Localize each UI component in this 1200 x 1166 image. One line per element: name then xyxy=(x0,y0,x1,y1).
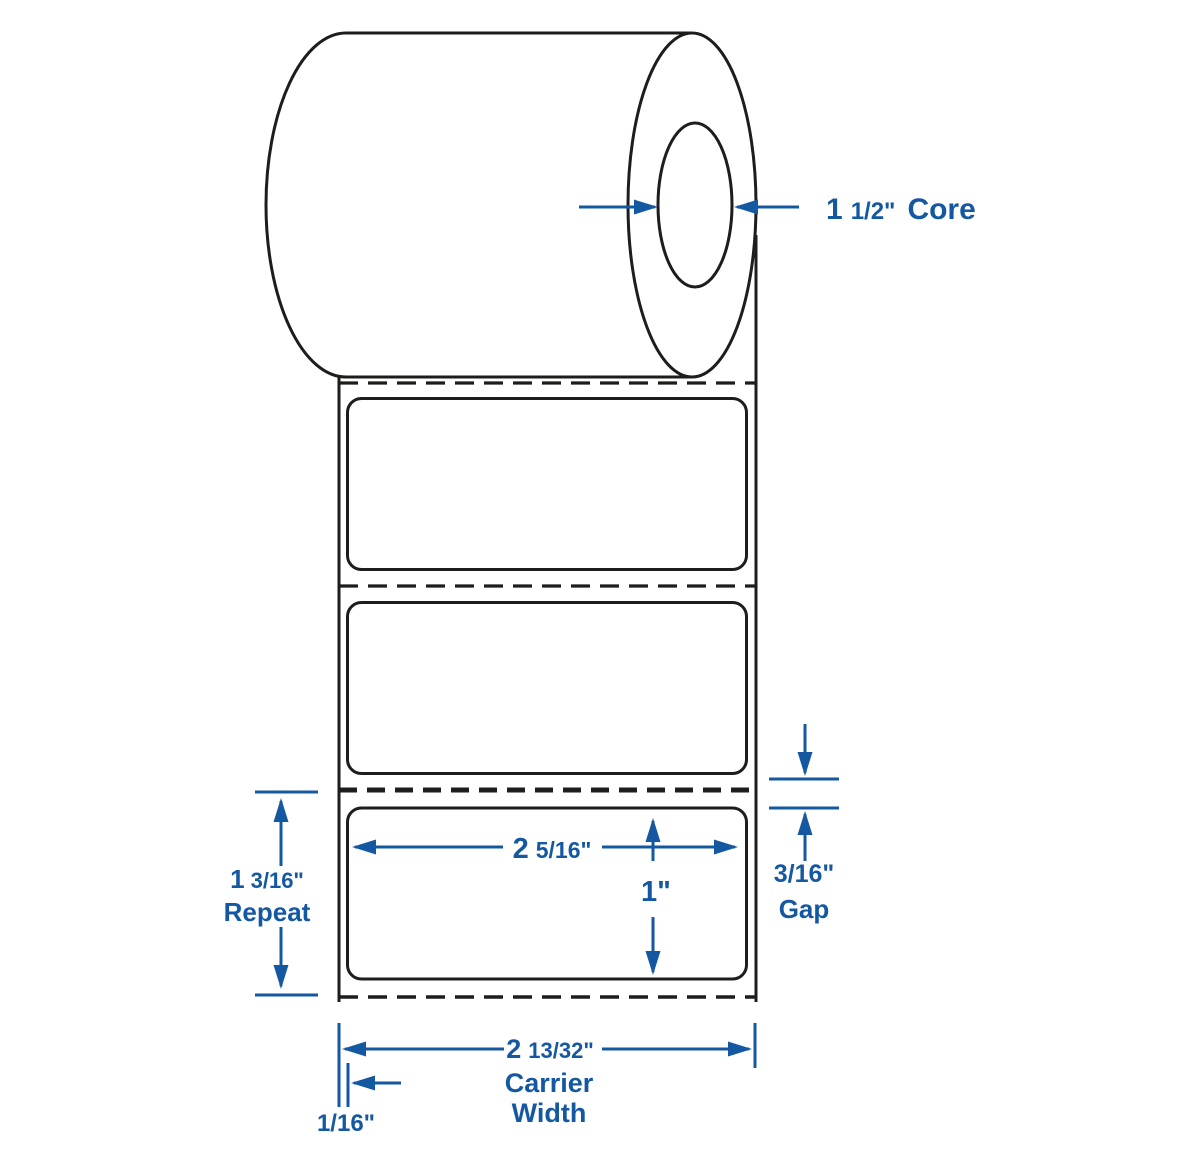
carrier-width-word1-text: Carrier xyxy=(505,1068,594,1098)
die-cut-label-1 xyxy=(346,397,748,571)
carrier-width-word2-text: Width xyxy=(512,1098,587,1128)
roll-end-face xyxy=(626,31,758,379)
gap-word-text: Gap xyxy=(779,894,830,924)
gap-dimension: 3/16" Gap xyxy=(769,724,839,924)
roll-body-outline xyxy=(264,31,692,379)
label-roll xyxy=(264,31,758,379)
liner-margin-dimension: 1/16" xyxy=(317,1063,401,1137)
label-height-text: 1" xyxy=(641,876,671,908)
die-cut-label-3 xyxy=(346,806,748,981)
carrier-strip xyxy=(337,235,758,1002)
roll-core-hole xyxy=(656,121,734,289)
liner-margin-text: 1/16" xyxy=(317,1110,375,1137)
gap-value-text: 3/16" xyxy=(774,860,835,888)
die-cut-label-2 xyxy=(346,601,748,775)
label-height-dimension: 1" xyxy=(641,818,671,975)
repeat-word-text: Repeat xyxy=(224,897,311,927)
